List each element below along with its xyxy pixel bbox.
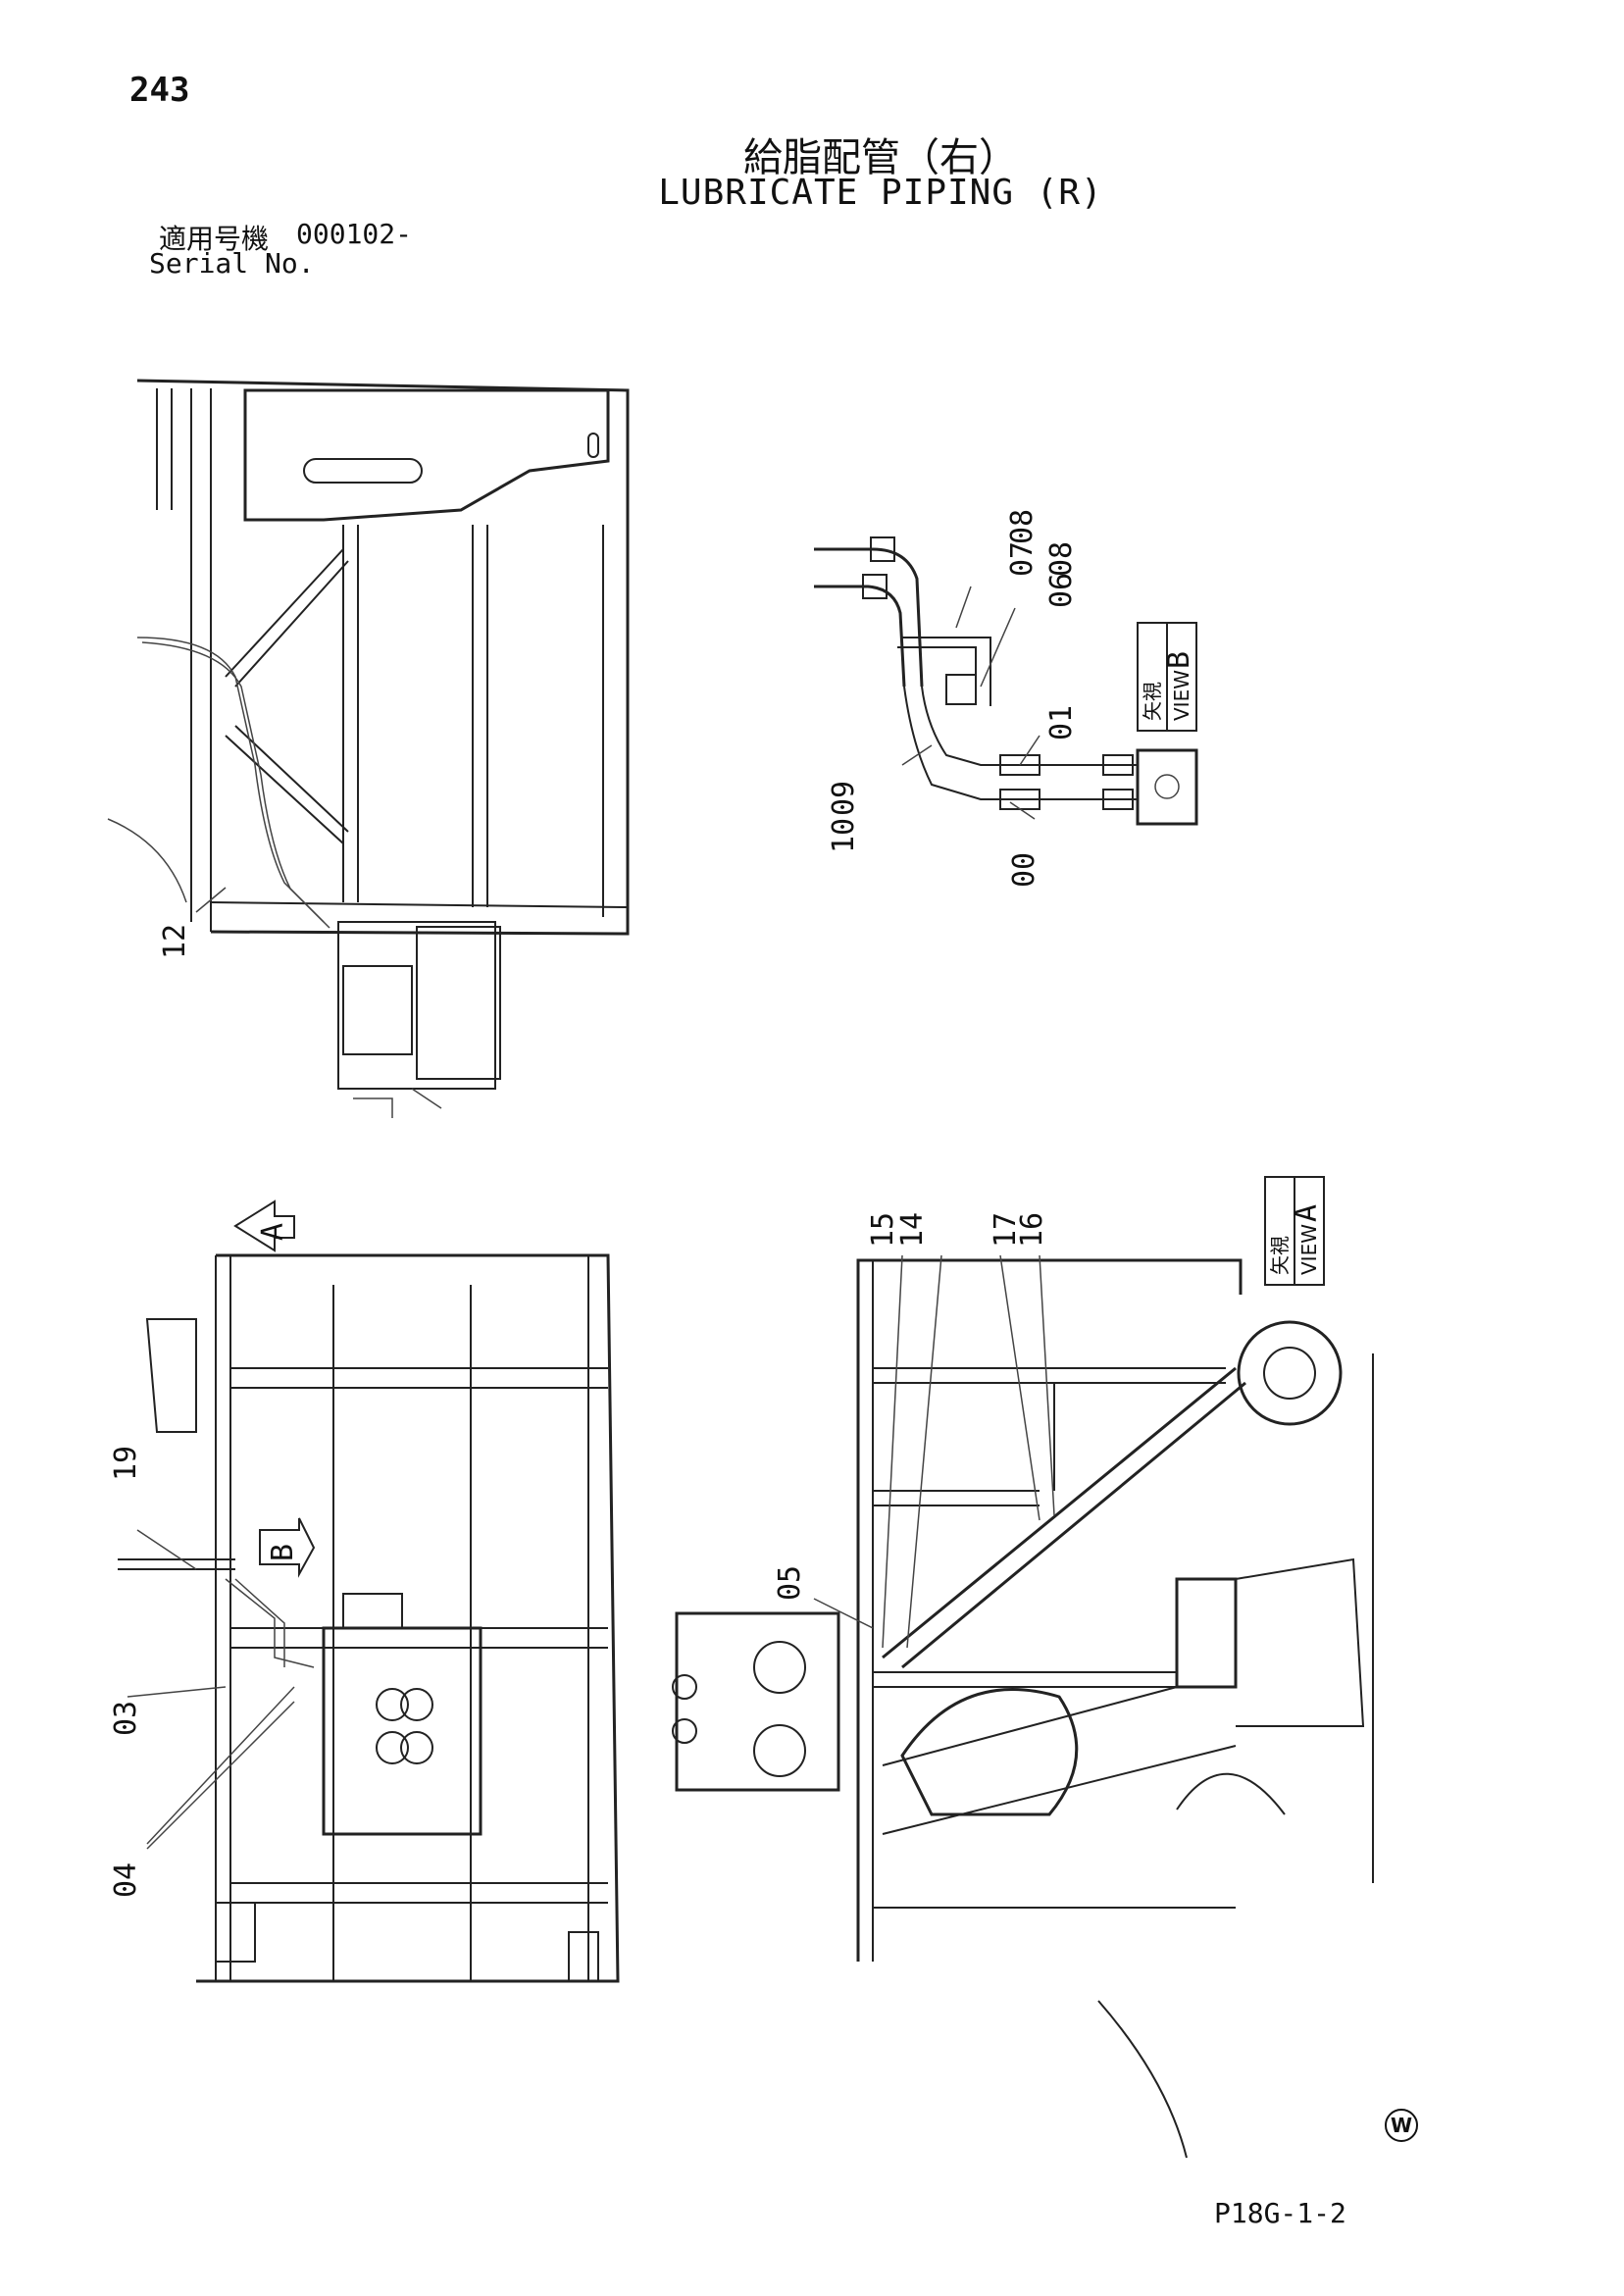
bottom-left-view: 19 03 04 A B bbox=[109, 1199, 620, 1983]
view-a-jp: 矢視 bbox=[1268, 1236, 1292, 1275]
title-english: LUBRICATE PIPING (R) bbox=[658, 173, 1103, 213]
drawing-code: P18G-1-2 bbox=[1214, 2197, 1346, 2229]
serial-label-english: Serial No. bbox=[149, 247, 315, 280]
callout-06: 06 bbox=[1044, 573, 1079, 608]
view-b-letter: B bbox=[1162, 651, 1196, 669]
w-mark-symbol: W bbox=[1385, 2109, 1418, 2142]
arrow-a-label: A bbox=[256, 1223, 290, 1241]
callout-08a: 08 bbox=[1005, 509, 1040, 544]
callout-12: 12 bbox=[158, 924, 192, 959]
callout-04: 04 bbox=[109, 1862, 143, 1898]
callout-19: 19 bbox=[109, 1446, 143, 1481]
callout-09: 09 bbox=[827, 781, 861, 816]
callout-00: 00 bbox=[1007, 852, 1041, 888]
view-b-jp: 矢視 bbox=[1141, 682, 1164, 721]
callout-07: 07 bbox=[1005, 541, 1040, 577]
serial-number-value: 000102- bbox=[296, 218, 413, 250]
callout-16: 16 bbox=[1015, 1212, 1049, 1248]
view-a-side: 15 14 17 16 05 矢視 VIEW A bbox=[672, 1176, 1374, 2159]
view-a-letter: A bbox=[1290, 1204, 1324, 1222]
view-a-en: VIEW bbox=[1297, 1224, 1321, 1275]
callout-10: 10 bbox=[827, 818, 861, 853]
title-japanese: 給脂配管（右） bbox=[743, 135, 1018, 180]
view-b-detail: 07 08 06 08 01 00 10 09 矢視 VIEW B bbox=[814, 509, 1198, 888]
view-b-en: VIEW bbox=[1170, 670, 1193, 721]
serial-label-japanese: 適用号機 bbox=[159, 223, 270, 255]
callout-01: 01 bbox=[1044, 705, 1079, 740]
callout-14: 14 bbox=[895, 1212, 930, 1248]
arrow-b-label: B bbox=[266, 1544, 300, 1561]
callout-08b: 08 bbox=[1044, 541, 1079, 577]
page-number: 243 bbox=[129, 71, 190, 110]
callout-15: 15 bbox=[866, 1212, 900, 1248]
top-left-view: 12 bbox=[107, 379, 630, 1118]
callout-03: 03 bbox=[109, 1701, 143, 1736]
callout-17: 17 bbox=[989, 1212, 1023, 1248]
callout-05: 05 bbox=[773, 1565, 807, 1601]
